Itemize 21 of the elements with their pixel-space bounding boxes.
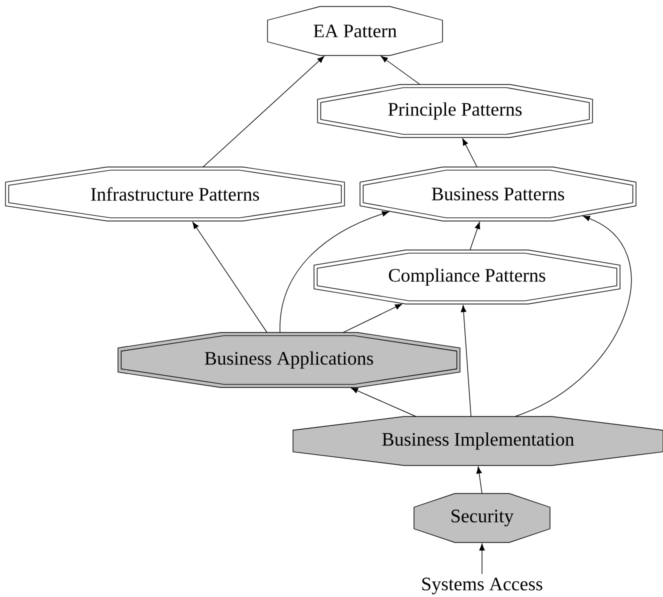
arrow: [350, 388, 416, 417]
arrow: [514, 216, 632, 417]
arrow: [460, 305, 472, 417]
octagon-node: Principle Patterns: [317, 84, 593, 138]
arrow: [470, 222, 480, 250]
octagon-node: Business Applications: [118, 332, 460, 388]
octagon-node: Business Implementation: [292, 416, 663, 466]
octagon-node: Business Patterns: [360, 166, 636, 222]
arrow: [192, 222, 268, 333]
octagon-node: EA Pattern: [267, 6, 443, 56]
arrow: [462, 138, 478, 168]
octagon-node: Security: [414, 493, 550, 543]
arrow: [476, 466, 482, 494]
arrow: [280, 211, 389, 333]
arrow: [479, 544, 485, 574]
node-label: Systems Access: [422, 578, 542, 594]
arrow: [380, 56, 420, 85]
octagon-node: Infrastructure Patterns: [5, 166, 345, 222]
arrow: [202, 56, 324, 168]
octagon-node: Compliance Patterns: [314, 250, 620, 304]
arrow: [342, 304, 402, 333]
